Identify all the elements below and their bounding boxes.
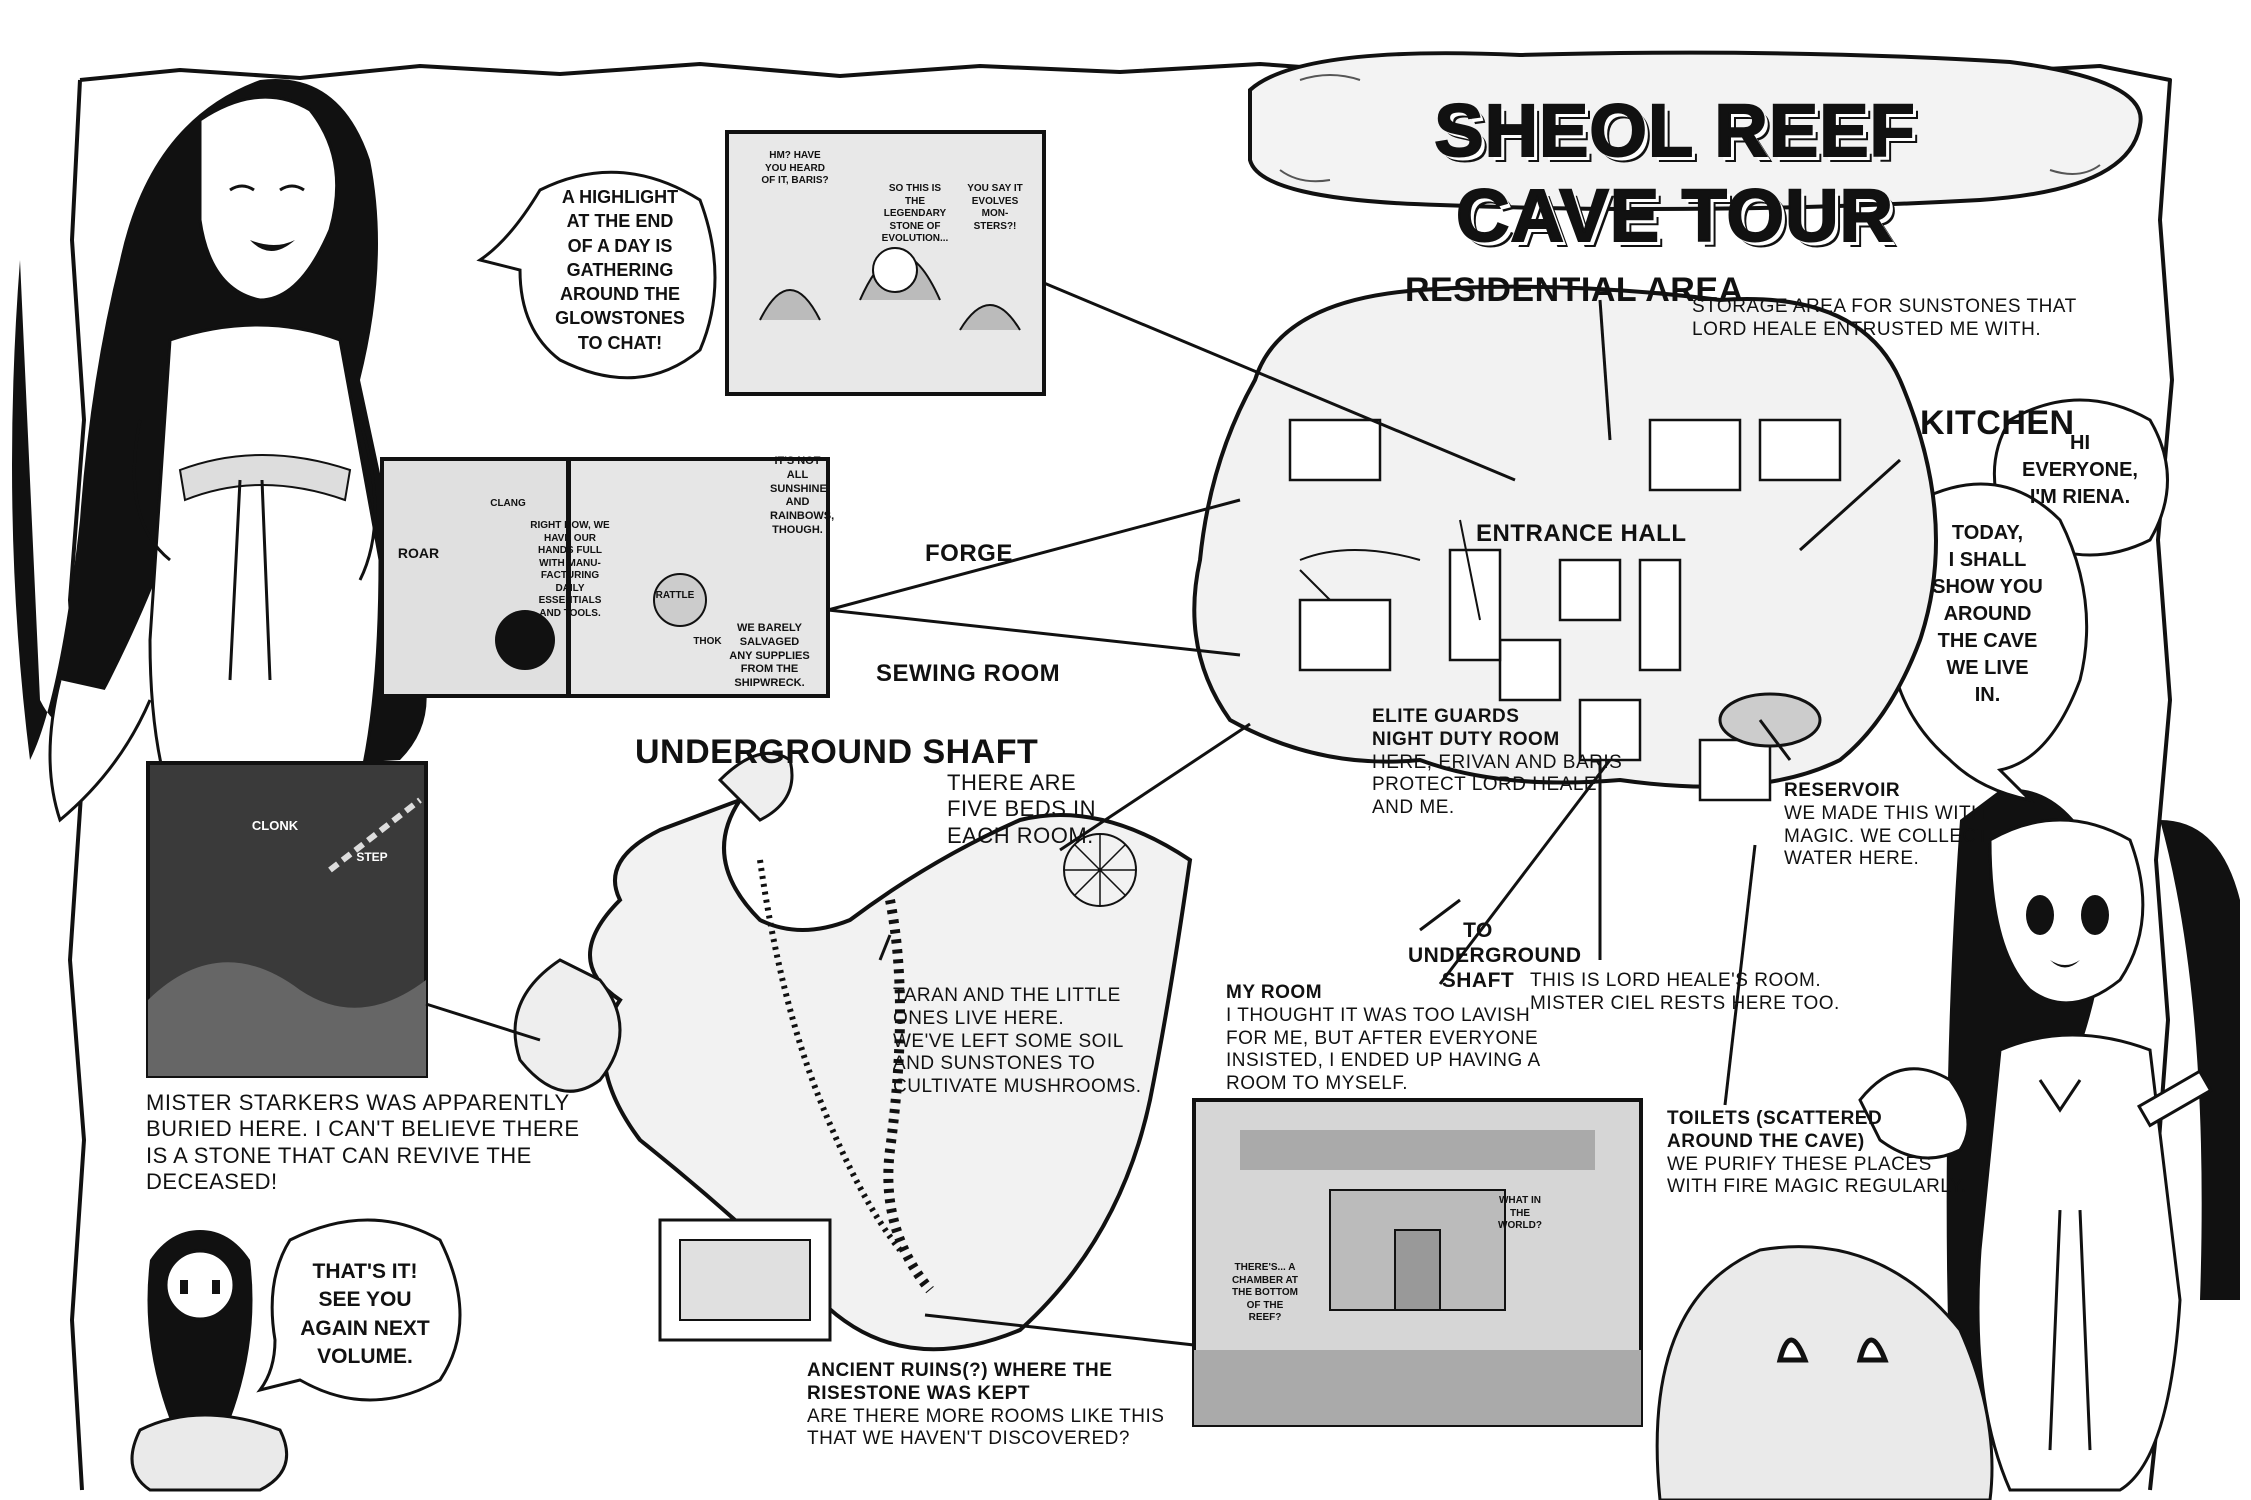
forge-label: FORGE (925, 540, 1013, 567)
slime-figure (1655, 1245, 1994, 1500)
panel-text-manufacturing: RIGHT NOW, WE HAVE OUR HANDS FULL WITH M… (530, 520, 610, 619)
sfx-clang: CLANG (490, 498, 526, 509)
chibi-figure (130, 1230, 289, 1492)
sfx-roar: ROAR (397, 545, 440, 561)
panel-text-sunshine: IT'S NOT ALL SUNSHINE AND RAINBOWS, THOU… (770, 455, 835, 536)
riena-left-figure (12, 79, 427, 882)
kitchen-label: KITCHEN (1920, 404, 2075, 442)
sfx-clonk: CLONK (251, 818, 299, 833)
residential-cave-map (1192, 284, 1938, 802)
sfx-rattle: RATTLE (655, 590, 695, 601)
title-stone (1248, 50, 2143, 211)
panel-text-evolves-monsters: YOU SAY IT EVOLVES MON-STERS?! (967, 183, 1023, 232)
sewing-room-label: SEWING ROOM (876, 660, 1061, 687)
underground-shaft-label: UNDERGROUND SHAFT (635, 733, 1039, 771)
panel-text-what-in-the-world: WHAT IN THE WORLD? (1498, 1195, 1542, 1231)
panel-forge-right (567, 457, 830, 698)
speech-bubbles (256, 170, 2169, 1402)
panel-text-legendary-stone: SO THIS IS THE LEGENDARY STONE OF EVOLUT… (881, 183, 949, 244)
sfx-step: STEP (356, 850, 388, 864)
entrance-hall-label: ENTRANCE HALL (1476, 520, 1687, 547)
panel-text-heard-of-it: HM? HAVE YOU HEARD OF IT, BARIS? (761, 150, 829, 186)
manga-panels (146, 130, 1643, 1427)
sfx-thok: THOK (693, 636, 722, 647)
panel-text-chamber: THERE'S... A CHAMBER AT THE BOTTOM OF TH… (1231, 1262, 1299, 1323)
underground-shaft-map (513, 751, 1193, 1352)
page-title: SHEOL REEF CAVE TOUR (1433, 88, 1916, 258)
riena-right-figure (1858, 788, 2240, 1492)
lord-heale-room-note: THIS IS LORD HEALE'S ROOM.MISTER CIEL RE… (1530, 970, 1840, 1014)
residential-area-label: RESIDENTIAL AREA (1405, 271, 1744, 309)
leader-lines (425, 281, 1902, 1347)
panel-text-shipwreck: WE BARELY SALVAGED ANY SUPPLIES FROM THE… (729, 622, 810, 689)
